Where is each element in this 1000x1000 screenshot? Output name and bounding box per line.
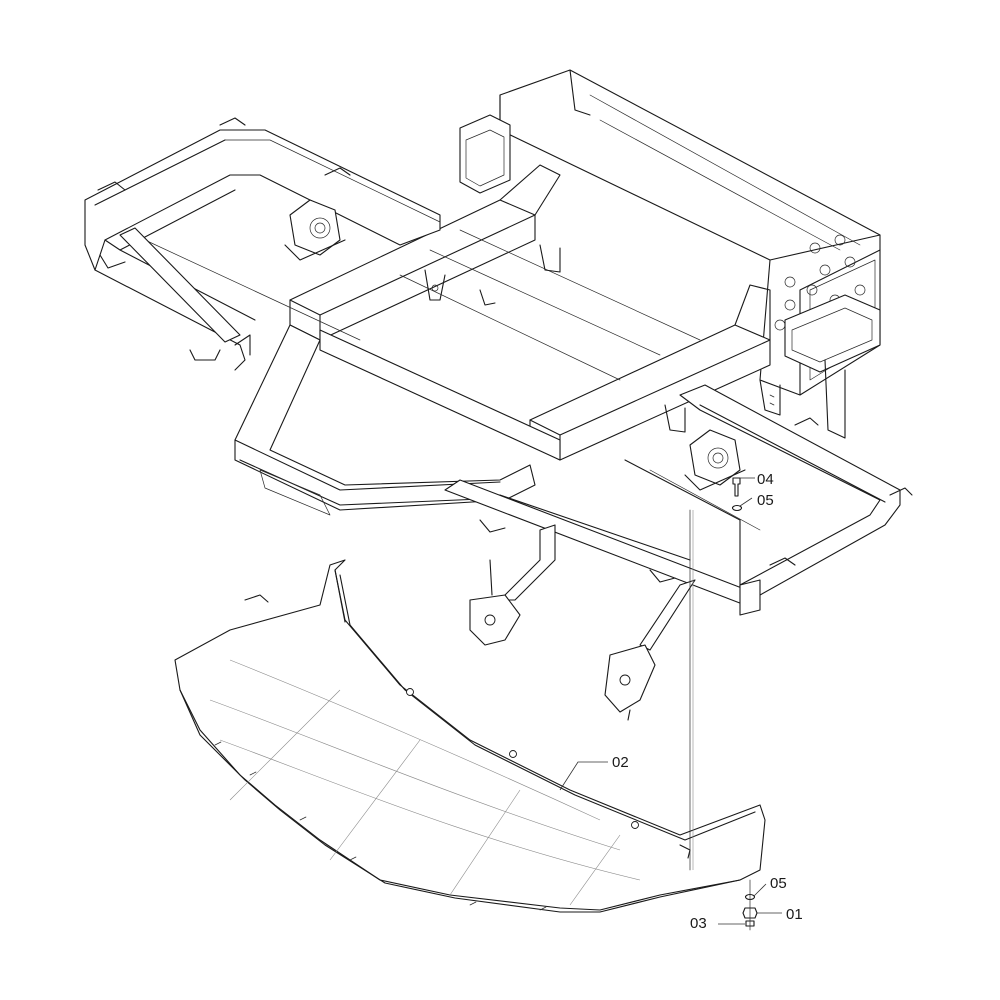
bolt-04 [732,477,741,497]
callout-03: 03 [690,915,707,932]
gearbox-housing [459,69,881,439]
callout-04: 04 [757,471,774,488]
callout-01: 01 [786,906,803,923]
rear-deflector-shield [174,559,766,913]
hitch-arms [469,524,696,721]
main-center-frame [189,164,771,516]
callout-05-lower: 05 [770,875,787,892]
left-deck-frame [84,117,441,371]
screw-03 [745,920,755,927]
right-deck-frame [444,384,913,616]
callout-leaders [559,477,782,925]
callout-02: 02 [612,754,629,771]
washer-05-upper [731,504,743,512]
frame-assembly [84,69,913,721]
hardware-items [731,477,758,931]
nut-01 [742,907,758,919]
callout-05-upper: 05 [757,492,774,509]
callout-labels: 04 05 02 05 01 03 [612,471,803,932]
